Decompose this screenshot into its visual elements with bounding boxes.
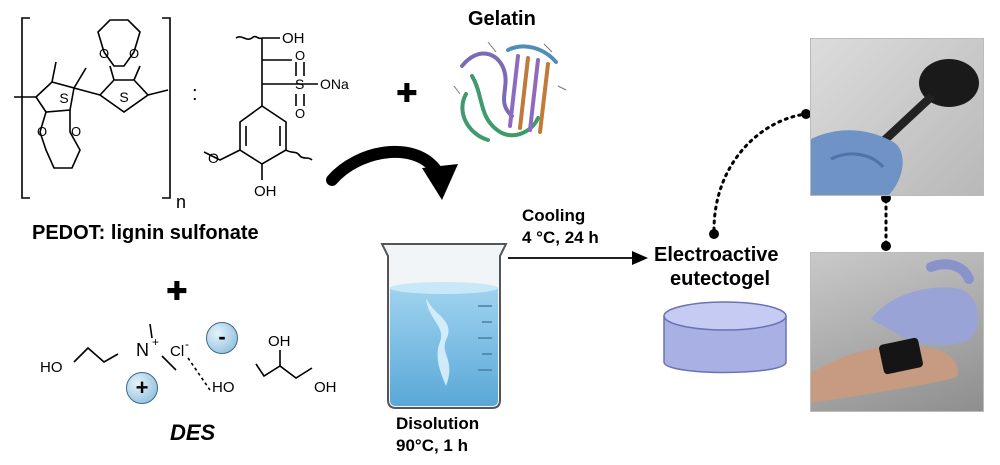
sulfonate-oxygen-label: O	[295, 106, 305, 121]
ammonium-charge: +	[152, 335, 159, 349]
cooling-label: Cooling	[522, 206, 586, 225]
gelatin-title: Gelatin	[468, 8, 536, 30]
repeat-unit-subscript: n	[176, 192, 186, 212]
phenol-hydroxyl-label: OH	[254, 183, 277, 200]
process-arrow-icon	[508, 251, 648, 265]
pedot-lignin-structure: S S O O O O n : OH O S ONa O O OH	[14, 17, 349, 212]
sulfonate-ona-label: ONa	[320, 76, 349, 92]
dissolution-conditions: 90°C, 1 h	[396, 436, 468, 455]
sulfonate-oxygen-label: O	[295, 48, 305, 63]
des-structure: HO N + Cl - OH HO OH	[40, 323, 337, 396]
sulfur-atom-right: S	[119, 89, 128, 105]
oxygen-atom: O	[129, 46, 139, 61]
gel-disc-icon	[663, 301, 787, 374]
glycerol-oh-top: OH	[268, 333, 291, 350]
curved-arrow-icon	[326, 145, 458, 200]
nitrogen-atom: N	[136, 340, 149, 360]
plus-icon: ✚	[396, 78, 418, 108]
product-title-line2: eutectogel	[670, 268, 771, 290]
dissolution-label: Disolution	[396, 414, 480, 433]
product-title-line1: Electroactive	[654, 244, 779, 266]
cooling-conditions: 4 °C, 24 h	[522, 228, 599, 247]
salt-colon: :	[192, 83, 198, 105]
oxygen-atom: O	[99, 46, 109, 61]
beaker-icon	[380, 243, 508, 409]
protein-ribbon-icon	[453, 41, 567, 142]
negative-charge-bubble: -	[206, 322, 238, 354]
pedot-lignin-caption: PEDOT: lignin sulfonate	[32, 222, 259, 244]
chloride-charge: -	[185, 337, 189, 351]
glycerol-ho: HO	[212, 379, 235, 396]
oxygen-atom: O	[37, 124, 47, 139]
des-caption: DES	[170, 420, 216, 445]
glycerol-oh-right: OH	[314, 379, 337, 396]
positive-charge-bubble: +	[126, 372, 158, 404]
tweezers-icon	[811, 59, 979, 195]
photo-wrist-gel	[810, 252, 984, 412]
wrist-icon	[811, 259, 978, 403]
lignin-hydroxyl-label: OH	[282, 30, 305, 47]
sulfonate-sulfur-label: S	[295, 76, 304, 92]
photo-tweezers-gel	[810, 38, 984, 196]
oxygen-atom: O	[71, 124, 81, 139]
plus-icon: ✚	[166, 276, 188, 306]
sulfur-atom-left: S	[59, 90, 68, 106]
methoxy-oxygen-label: O	[208, 150, 219, 166]
chloride-ion: Cl	[170, 343, 184, 360]
des-ho-label: HO	[40, 359, 63, 376]
